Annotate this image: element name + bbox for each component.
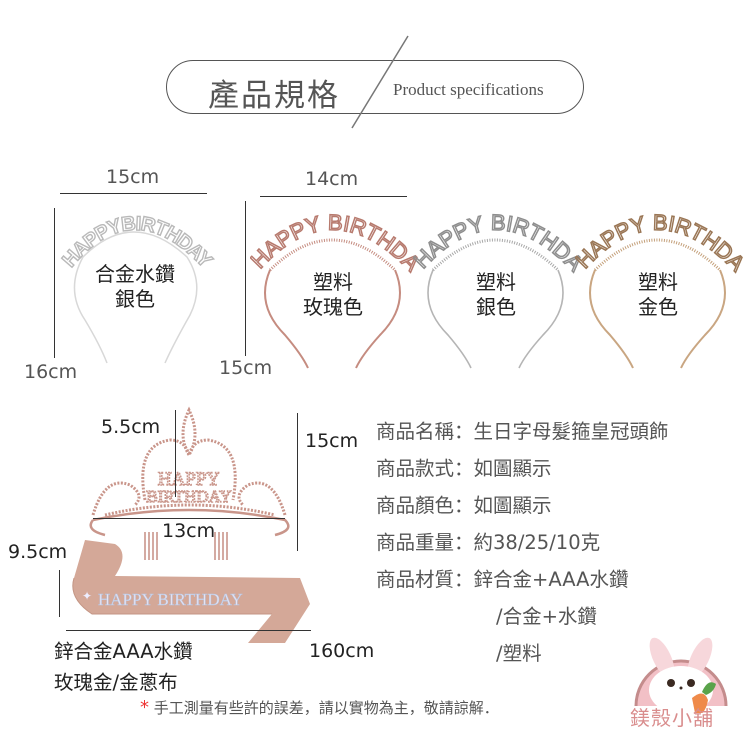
headband-2-width-line (260, 196, 407, 197)
spec-row-material: 商品材質：鋅合金+AAA水鑽 (376, 568, 629, 591)
headband-gold-plastic-image: HAPPY BIRTHDAY (575, 200, 745, 369)
headband-3-label: 塑料 銀色 (443, 270, 549, 320)
headband-1-width: 15cm (106, 166, 160, 188)
headband-1-label: 合金水鑽 銀色 (80, 262, 190, 312)
crown-width-line (93, 518, 285, 519)
headband-4-label: 塑料 金色 (605, 270, 711, 320)
sash-width: 9.5cm (8, 541, 68, 563)
crown-top-height: 5.5cm (101, 416, 161, 438)
headband-1-color: 銀色 (115, 287, 155, 311)
spec-row-name: 商品名稱：生日字母髮箍皇冠頭飾 (376, 420, 669, 443)
crown-top-height-line (175, 410, 176, 497)
headband-2-label: 塑料 玫瑰色 (280, 270, 386, 320)
headband-4-color: 金色 (638, 295, 678, 319)
headband-1-width-line (60, 193, 207, 194)
spec-row-material-cont-1: /合金+水鑽 (496, 605, 597, 628)
spec-row-style: 商品款式：如圖顯示 (376, 457, 552, 480)
headband-1-height-line (54, 208, 55, 358)
asterisk-icon: * (140, 697, 149, 718)
headband-silver-plastic-image: HAPPY BIRTHDAY (413, 200, 583, 369)
svg-text:HAPPY BIRTHDAY: HAPPY BIRTHDAY (575, 200, 745, 276)
sash-material: 鋅合金AAA水鑽 (54, 640, 193, 663)
sash-color: 玫瑰金/金蔥布 (54, 671, 178, 694)
measurement-note: * 手工測量有些許的誤差，請以實物為主，敬請諒解． (140, 697, 499, 718)
bunny-carrot-icon (634, 637, 728, 718)
sash-width-line (59, 570, 60, 617)
svg-text:HAPPY: HAPPY (158, 469, 221, 490)
svg-text:BIRTHDAY: BIRTHDAY (146, 487, 231, 506)
headband-2-height-line (245, 201, 246, 356)
headband-2-width: 14cm (305, 168, 359, 190)
headband-1-height: 16cm (24, 361, 78, 383)
page-title: 產品規格 (208, 78, 340, 114)
headband-4-material: 塑料 (638, 270, 678, 294)
sash-length-line (66, 630, 311, 631)
svg-text:HAPPY BIRTHDAY: HAPPY BIRTHDAY (250, 200, 420, 276)
headband-3-material: 塑料 (476, 270, 516, 294)
spec-list: 商品名稱：生日字母髮箍皇冠頭飾 商品款式：如圖顯示 商品顏色：如圖顯示 商品重量… (376, 413, 669, 672)
sash-text: HAPPY BIRTHDAY (98, 590, 243, 609)
crown-height-line (297, 413, 298, 551)
spec-row-color: 商品顏色：如圖顯示 (376, 494, 552, 517)
page-subtitle: Product specifications (393, 80, 544, 99)
headband-silver-rhinestone-image: HAPPYBIRTHDAY (58, 212, 218, 364)
divider-slash (351, 35, 409, 129)
spec-row-material-cont-2: /塑料 (496, 642, 542, 665)
sash-image: HAPPY BIRTHDAY ✦ (72, 540, 310, 643)
headband-1-material: 合金水鑽 (95, 262, 175, 286)
crown-height: 15cm (305, 430, 359, 452)
crown-width: 13cm (162, 520, 216, 542)
logo-text: 鎂殼小舖 (630, 706, 714, 730)
svg-text:HAPPY BIRTHDAY: HAPPY BIRTHDAY (413, 200, 583, 276)
headband-2-color: 玫瑰色 (303, 295, 363, 319)
sash-length: 160cm (309, 640, 375, 662)
crown-image: HAPPY BIRTHDAY (89, 406, 290, 560)
header-pill (166, 60, 584, 114)
headband-2-height: 15cm (219, 357, 273, 379)
store-logo: 鎂殼小舖 (622, 628, 740, 740)
svg-text:✦: ✦ (82, 589, 92, 603)
headband-rose-image: HAPPY BIRTHDAY (250, 200, 420, 369)
headband-3-color: 銀色 (476, 295, 516, 319)
spec-row-weight: 商品重量：約38/25/10克 (376, 531, 601, 554)
sash-label: 鋅合金AAA水鑽 玫瑰金/金蔥布 (54, 636, 193, 698)
headband-2-material: 塑料 (313, 270, 353, 294)
